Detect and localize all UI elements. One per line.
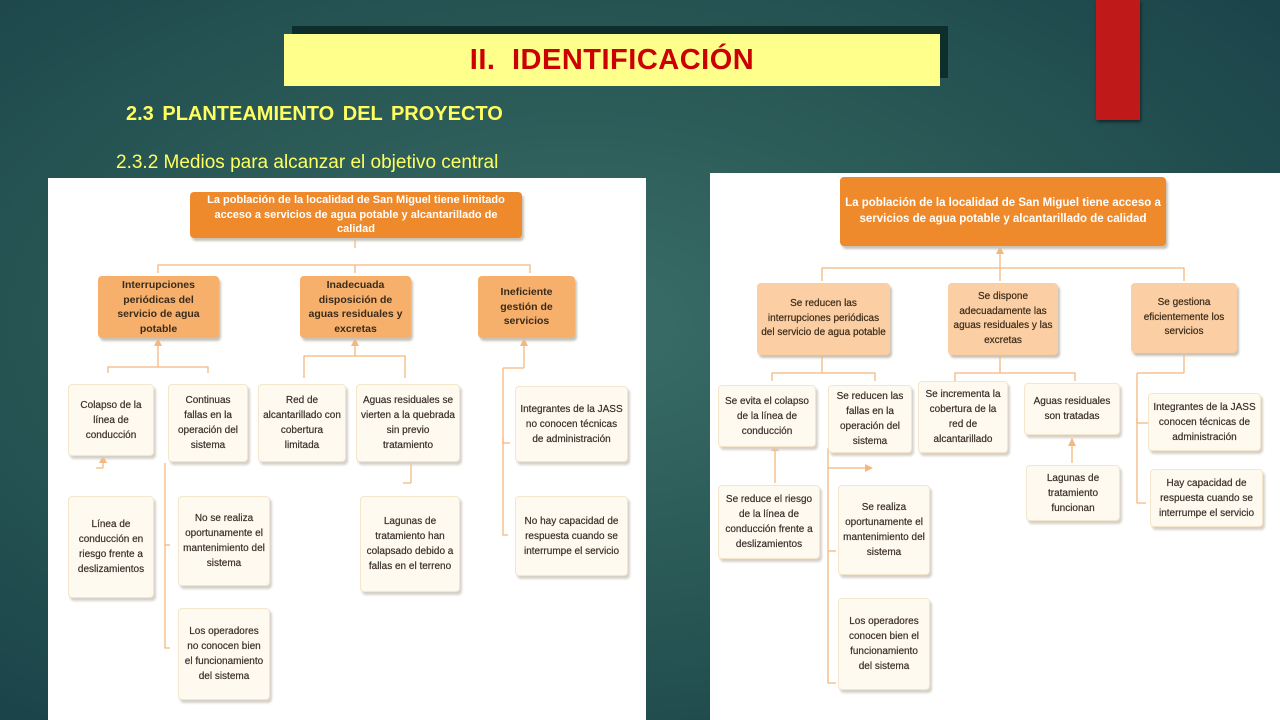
section-heading: 2.3 PLANTEAMIENTO DEL PROYECTO (126, 103, 503, 125)
objective-leaf-node: Se realiza oportunamente el mantenimient… (838, 485, 930, 575)
objective-cause-node: Se dispone adecuadamente las aguas resid… (948, 283, 1058, 355)
problem-tree-panel: La población de la localidad de San Migu… (48, 178, 646, 720)
problem-leaf-node: Aguas residuales se vierten a la quebrad… (356, 384, 460, 462)
problem-cause-node: Ineficiente gestión de servicios (478, 276, 575, 338)
objective-leaf-node: Lagunas de tratamiento funcionan (1026, 465, 1120, 521)
slide-title: II. IDENTIFICACIÓN (284, 34, 940, 86)
problem-leaf-node: Los operadores no conocen bien el funcio… (178, 608, 270, 700)
problem-tree-connectors (96, 230, 531, 649)
objective-cause-node: Se reducen las interrupciones periódicas… (757, 283, 890, 355)
objective-leaf-node: Se evita el colapso de la línea de condu… (718, 385, 816, 447)
objective-leaf-node: Los operadores conocen bien el funcionam… (838, 598, 930, 690)
problem-leaf-node: Continuas fallas en la operación del sis… (168, 384, 248, 462)
objective-main-node: La población de la localidad de San Migu… (840, 177, 1166, 246)
objective-leaf-node: Hay capacidad de respuesta cuando se int… (1150, 469, 1263, 527)
objective-tree-panel: La población de la localidad de San Migu… (710, 173, 1280, 720)
subsection-heading: 2.3.2 Medios para alcanzar el objetivo c… (116, 152, 499, 173)
objective-leaf-node: Se reducen las fallas en la operación de… (828, 385, 912, 453)
problem-leaf-node: Línea de conducción en riesgo frente a d… (68, 496, 154, 598)
problem-cause-node: Interrupciones periódicas del servicio d… (98, 276, 219, 338)
problem-leaf-node: Colapso de la línea de conducción (68, 384, 154, 456)
decorative-red-bar (1096, 0, 1140, 120)
objective-leaf-node: Se incrementa la cobertura de la red de … (918, 381, 1008, 453)
objective-cause-node: Se gestiona eficientemente los servicios (1131, 283, 1237, 353)
problem-main-node: La población de la localidad de San Migu… (190, 192, 522, 238)
objective-leaf-node: Integrantes de la JASS conocen técnicas … (1148, 393, 1261, 451)
objective-leaf-node: Se reduce el riesgo de la línea de condu… (718, 485, 820, 559)
problem-leaf-node: Integrantes de la JASS no conocen técnic… (515, 386, 628, 462)
problem-leaf-node: No se realiza oportunamente el mantenimi… (178, 496, 270, 586)
problem-leaf-node: No hay capacidad de respuesta cuando se … (515, 496, 628, 576)
problem-leaf-node: Lagunas de tratamiento han colapsado deb… (360, 496, 460, 592)
problem-cause-node: Inadecuada disposición de aguas residual… (300, 276, 411, 338)
objective-tree-connectors (771, 246, 1185, 684)
objective-leaf-node: Aguas residuales son tratadas (1024, 383, 1120, 435)
problem-leaf-node: Red de alcantarillado con cobertura limi… (258, 384, 346, 462)
